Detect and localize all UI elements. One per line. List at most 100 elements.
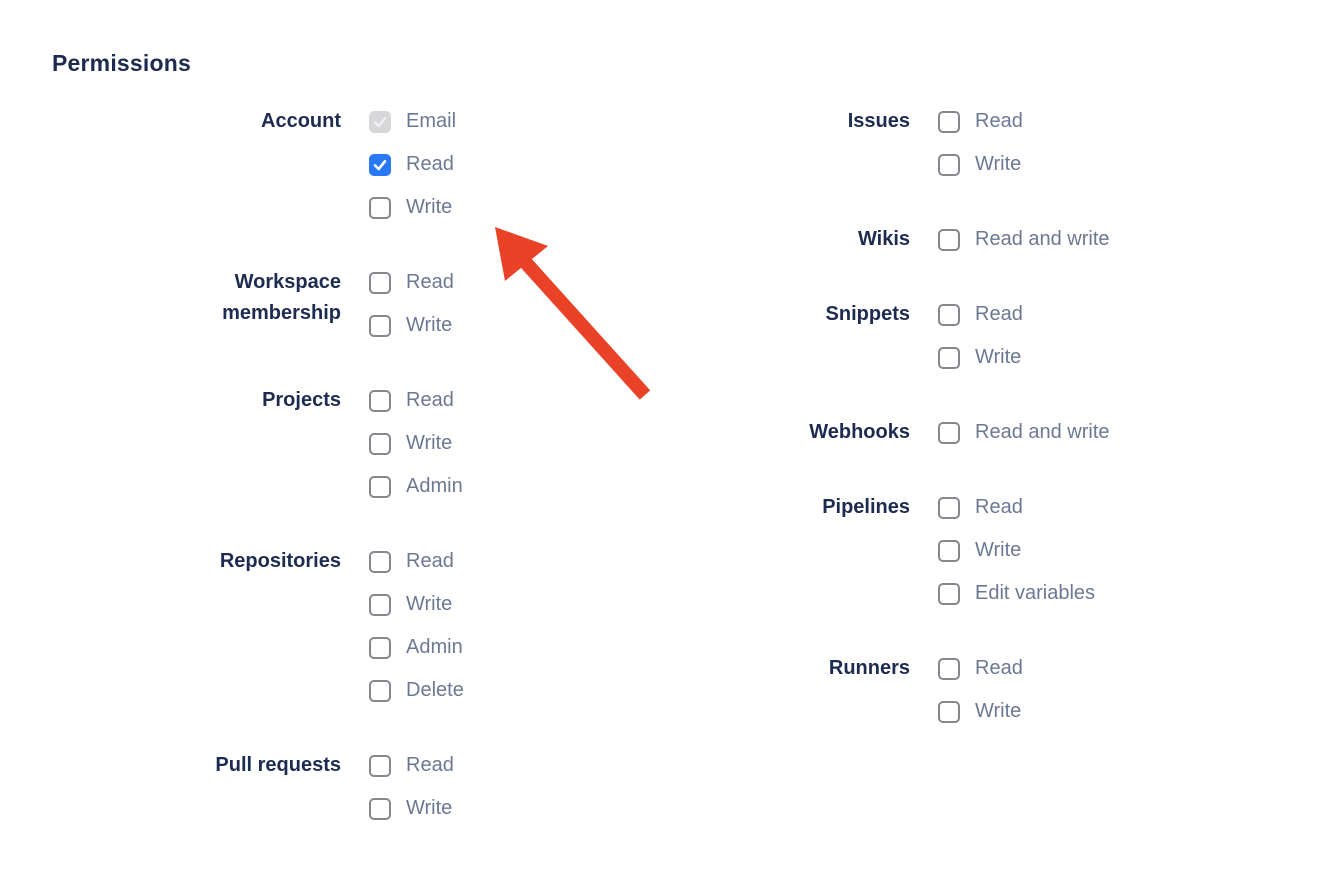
workspace-membership-read-checkbox[interactable] <box>369 271 391 294</box>
pipelines-write-option[interactable]: Write <box>938 539 1095 562</box>
account-email-option: Email <box>369 110 456 133</box>
runners-read-option[interactable]: Read <box>938 657 1023 680</box>
repositories-admin-label: Admin <box>406 636 463 658</box>
webhooks-read-and-write-checkbox[interactable] <box>938 421 960 444</box>
options-repositories: Read Write Admin Delete <box>369 550 464 722</box>
permission-group-repositories: Repositories Read Write Admin <box>166 550 735 722</box>
projects-admin-label: Admin <box>406 475 463 497</box>
repositories-delete-checkbox[interactable] <box>369 679 391 702</box>
projects-read-checkbox[interactable] <box>369 389 391 412</box>
repositories-admin-option[interactable]: Admin <box>369 636 464 659</box>
snippets-write-label: Write <box>975 346 1022 368</box>
projects-admin-checkbox[interactable] <box>369 475 391 498</box>
account-write-checkbox[interactable] <box>369 196 391 219</box>
repositories-read-label: Read <box>406 550 454 572</box>
snippets-read-option[interactable]: Read <box>938 303 1023 326</box>
repositories-read-option[interactable]: Read <box>369 550 464 573</box>
issues-read-checkbox[interactable] <box>938 110 960 133</box>
permission-group-runners: Runners Read Write <box>735 657 1110 743</box>
page-title: Permissions <box>52 50 191 76</box>
group-label-workspace-membership: Workspace membership <box>222 271 341 324</box>
webhooks-read-and-write-option[interactable]: Read and write <box>938 421 1110 444</box>
check-icon <box>373 159 387 170</box>
pull-requests-write-option[interactable]: Write <box>369 797 454 820</box>
pull-requests-write-label: Write <box>406 797 453 819</box>
options-pull-requests: Read Write <box>369 754 454 840</box>
snippets-write-option[interactable]: Write <box>938 346 1023 369</box>
pipelines-write-checkbox[interactable] <box>938 539 960 562</box>
account-write-option[interactable]: Write <box>369 196 456 219</box>
issues-write-checkbox[interactable] <box>938 153 960 176</box>
runners-write-label: Write <box>975 700 1022 722</box>
pull-requests-write-checkbox[interactable] <box>369 797 391 820</box>
runners-write-option[interactable]: Write <box>938 700 1023 723</box>
workspace-membership-write-label: Write <box>406 314 453 336</box>
pipelines-read-label: Read <box>975 496 1023 518</box>
group-label-repositories: Repositories <box>219 550 341 572</box>
projects-admin-option[interactable]: Admin <box>369 475 463 498</box>
group-label-issues: Issues <box>847 110 910 132</box>
options-pipelines: Read Write Edit variables <box>938 496 1095 625</box>
workspace-membership-write-option[interactable]: Write <box>369 314 454 337</box>
snippets-read-checkbox[interactable] <box>938 303 960 326</box>
permission-group-pipelines: Pipelines Read Write Edit variables <box>735 496 1110 625</box>
options-snippets: Read Write <box>938 303 1023 389</box>
repositories-read-checkbox[interactable] <box>369 550 391 573</box>
pipelines-read-checkbox[interactable] <box>938 496 960 519</box>
permissions-column-left: Account Email Read Write <box>166 110 735 872</box>
pipelines-edit-variables-option[interactable]: Edit variables <box>938 582 1095 605</box>
permission-group-projects: Projects Read Write Admin <box>166 389 735 518</box>
wikis-read-and-write-option[interactable]: Read and write <box>938 228 1110 251</box>
projects-read-option[interactable]: Read <box>369 389 463 412</box>
permissions-grid: Account Email Read Write <box>166 110 1322 872</box>
check-icon <box>373 116 387 127</box>
runners-write-checkbox[interactable] <box>938 700 960 723</box>
options-runners: Read Write <box>938 657 1023 743</box>
account-read-label: Read <box>406 153 454 175</box>
runners-read-checkbox[interactable] <box>938 657 960 680</box>
permission-group-snippets: Snippets Read Write <box>735 303 1110 389</box>
wikis-read-and-write-checkbox[interactable] <box>938 228 960 251</box>
account-read-option[interactable]: Read <box>369 153 456 176</box>
pull-requests-read-option[interactable]: Read <box>369 754 454 777</box>
repositories-delete-label: Delete <box>406 679 464 701</box>
repositories-admin-checkbox[interactable] <box>369 636 391 659</box>
options-account: Email Read Write <box>369 110 456 239</box>
account-write-label: Write <box>406 196 453 218</box>
webhooks-read-and-write-label: Read and write <box>975 421 1110 443</box>
pipelines-edit-variables-checkbox[interactable] <box>938 582 960 605</box>
account-email-checkbox <box>369 110 391 133</box>
pull-requests-read-checkbox[interactable] <box>369 754 391 777</box>
group-label-pull-requests: Pull requests <box>215 754 341 776</box>
projects-read-label: Read <box>406 389 454 411</box>
issues-write-label: Write <box>975 153 1022 175</box>
workspace-membership-write-checkbox[interactable] <box>369 314 391 337</box>
workspace-membership-read-option[interactable]: Read <box>369 271 454 294</box>
projects-write-option[interactable]: Write <box>369 432 463 455</box>
repositories-write-option[interactable]: Write <box>369 593 464 616</box>
issues-read-option[interactable]: Read <box>938 110 1023 133</box>
issues-write-option[interactable]: Write <box>938 153 1023 176</box>
issues-read-label: Read <box>975 110 1023 132</box>
pipelines-read-option[interactable]: Read <box>938 496 1095 519</box>
permission-group-wikis: Wikis Read and write <box>735 228 1110 271</box>
repositories-delete-option[interactable]: Delete <box>369 679 464 702</box>
group-label-wikis: Wikis <box>857 228 910 250</box>
pipelines-edit-variables-label: Edit variables <box>975 582 1096 604</box>
options-workspace-membership: Read Write <box>369 271 454 357</box>
snippets-write-checkbox[interactable] <box>938 346 960 369</box>
account-read-checkbox[interactable] <box>369 153 391 176</box>
permissions-column-right: Issues Read Write Wikis <box>735 110 1110 872</box>
group-label-runners: Runners <box>828 657 910 679</box>
permission-group-account: Account Email Read Write <box>166 110 735 239</box>
workspace-membership-read-label: Read <box>406 271 454 293</box>
permission-group-workspace-membership: Workspace membership Read Write <box>166 271 735 357</box>
repositories-write-checkbox[interactable] <box>369 593 391 616</box>
projects-write-label: Write <box>406 432 453 454</box>
group-label-pipelines: Pipelines <box>822 496 910 518</box>
group-label-webhooks: Webhooks <box>809 421 910 443</box>
account-email-label: Email <box>406 110 457 132</box>
projects-write-checkbox[interactable] <box>369 432 391 455</box>
group-label-projects: Projects <box>262 389 341 411</box>
permissions-page: Permissions Account Email Read <box>0 50 1322 894</box>
